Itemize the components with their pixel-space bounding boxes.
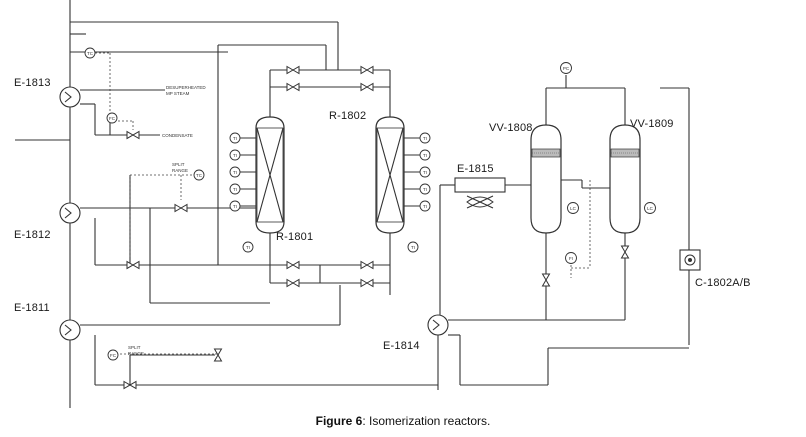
valve-manifold-2 [360,66,374,74]
left-piping [15,0,438,408]
exchanger-e1811-symbol [59,319,81,341]
reactor-r1802-vessel [375,116,405,234]
label-e1815: E-1815 [457,163,494,175]
valve-manifold-5 [286,261,300,269]
valve-vv1809-bottom [621,245,629,259]
note-mp-steam: MP STEAM [166,91,190,96]
instrument-lc-2: LC [644,202,656,214]
svg-text:TI: TI [233,187,237,192]
svg-text:TI: TI [233,204,237,209]
vessel-vv1809 [609,124,641,234]
note-split-b: SPLIT [128,345,141,350]
label-vv1809: VV-1809 [630,118,674,130]
svg-text:TC: TC [196,173,203,178]
label-e1812: E-1812 [14,229,51,241]
svg-text:FC: FC [109,116,116,121]
r1801-temperature-indicators: TI TI TI TI TI TI [229,132,256,253]
exchanger-e1814-symbol [427,314,449,336]
valve-e1812-return [126,261,140,269]
caption-label: Figure 6 [315,414,363,428]
instrument-fc-2: FC [107,349,119,361]
vessel-vv1808 [530,124,562,234]
label-r1801: R-1801 [276,231,313,243]
valve-split-range [214,348,222,362]
label-c1802: C-1802A/B [695,277,751,289]
svg-text:TI: TI [423,187,427,192]
instrument-lc-1: LC [567,202,579,214]
svg-text:FC: FC [110,353,117,358]
valve-manifold-8 [360,279,374,287]
label-vv1808: VV-1808 [489,122,533,134]
note-range-b: RANGE [128,351,144,356]
svg-text:LC: LC [647,206,654,211]
note-split-a: SPLIT [172,162,185,167]
caption-text: : Isomerization reactors. [362,414,491,428]
reactor-r1801-vessel [255,116,285,234]
svg-text:FI: FI [569,256,573,261]
svg-text:TI: TI [423,136,427,141]
valve-manifold-6 [360,261,374,269]
svg-text:LC: LC [570,206,577,211]
label-r1802: R-1802 [329,110,366,122]
control-signal-lines [95,52,591,355]
valve-manifold-4 [360,83,374,91]
svg-text:TI: TI [411,245,415,250]
instrument-pc: PC [560,62,572,74]
instrument-fi: FI [565,252,577,264]
note-range-a: RANGE [172,168,188,173]
valve-manifold-7 [286,279,300,287]
label-e1813: E-1813 [14,77,51,89]
svg-text:PC: PC [563,66,570,71]
svg-text:TI: TI [423,204,427,209]
valve-vv1808-bottom [542,273,550,287]
svg-text:TC: TC [87,51,94,56]
valve-condensate [126,131,140,139]
air-cooler-e1815-symbol [454,177,506,209]
valve-manifold-1 [286,66,300,74]
valve-manifold-3 [286,83,300,91]
svg-text:TI: TI [423,153,427,158]
label-e1811: E-1811 [14,302,50,314]
exchanger-e1813-symbol [59,86,81,108]
note-desuperheated: DESUPERHEATED [166,85,206,90]
compressor-c1802-symbol [679,249,701,271]
svg-text:TI: TI [233,153,237,158]
svg-text:TI: TI [233,170,237,175]
instrument-tc-1: TC [84,47,96,59]
instrument-fc-1: FC [106,112,118,124]
figure-caption: Figure 6: Isomerization reactors. [0,414,806,428]
svg-text:TI: TI [423,170,427,175]
exchanger-e1812-symbol [59,202,81,224]
reactor-manifold-top [269,45,391,120]
svg-text:TI: TI [233,136,237,141]
instrument-tc-2: TC [193,169,205,181]
label-e1814: E-1814 [383,340,420,352]
svg-text:TI: TI [246,245,250,250]
valve-e1812-bypass [174,204,188,212]
note-condensate: CONDENSATE [162,133,193,138]
r1802-temperature-indicators: TI TI TI TI TI TI [404,132,431,253]
